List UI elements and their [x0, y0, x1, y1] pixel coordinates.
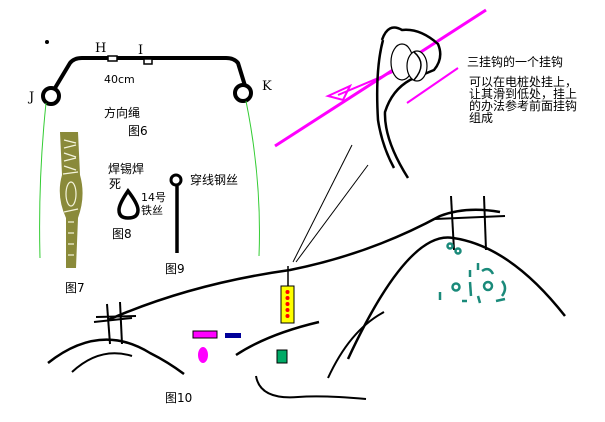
wire-gauge-label-1: 14号 [141, 191, 166, 204]
bead-i [143, 58, 153, 65]
green-box [276, 349, 288, 364]
magenta-oval [198, 347, 208, 363]
label-j: J [27, 90, 34, 105]
pulley-hub [413, 51, 422, 81]
hill-left [47, 338, 185, 376]
caption-fig9: 图9 [165, 262, 185, 276]
main-cable-left-end [93, 317, 133, 323]
hill-left-ridge [71, 352, 133, 373]
hook-note-line-2: 让其滑到低处，挂上 [469, 87, 577, 101]
ring-j [41, 86, 61, 106]
solder-label-1: 焊锡焊 [108, 161, 144, 176]
tower-left [95, 301, 137, 345]
zoom-line-2 [295, 164, 369, 263]
label-k: K [262, 79, 272, 94]
magenta-kite-line-lower [406, 67, 459, 104]
threading-wire-eye [169, 173, 183, 187]
rope-label: 方向绳 [104, 105, 140, 120]
steel-wire-bar [50, 56, 248, 95]
figure-8: 焊锡焊 死 14号 铁丝 图8 [108, 161, 166, 241]
ring-k [233, 83, 253, 103]
tower-right [434, 195, 506, 251]
red-dots [285, 290, 290, 318]
direction-rope-right [245, 100, 260, 257]
caption-fig6: 图6 [128, 124, 148, 138]
hill-right [346, 236, 566, 360]
caption-fig8: 图8 [112, 227, 132, 241]
stray-dot [45, 40, 49, 44]
wire-gauge-label-2: 铁丝 [141, 204, 163, 217]
main-cable [107, 208, 501, 322]
caption-fig7: 图7 [65, 281, 85, 295]
solder-label-2: 死 [109, 177, 121, 191]
figure-6: H I J K 40cm 方向绳 图6 [27, 41, 272, 259]
figure-7: 图7 [59, 132, 85, 295]
bead-h [107, 55, 118, 62]
threading-wire-label: 穿线钢丝 [190, 172, 238, 187]
hook-note-line-4: 组成 [469, 111, 493, 125]
valley-curve-lower [255, 375, 367, 400]
pulley-front [406, 50, 428, 82]
hill-right-ridge [327, 311, 385, 379]
hook-outline-inner [375, 39, 396, 169]
magenta-bar [192, 330, 218, 339]
label-i: I [138, 43, 143, 58]
figure-10: 三挂钩的一个挂钩 可以在电桩处挂上， 让其滑到低处，挂上 的办法参考前面挂钩 组… [47, 8, 577, 405]
blue-bar [225, 333, 241, 338]
direction-rope-left [39, 102, 47, 259]
wire-loop [117, 188, 140, 220]
figure-9: 穿线钢丝 图9 [165, 172, 238, 276]
spool-texture [62, 139, 79, 256]
spool-body [59, 132, 83, 268]
hook-note-line-3: 的办法参考前面挂钩 [469, 98, 577, 113]
caption-fig10: 图10 [165, 391, 192, 405]
zoom-line-1 [292, 144, 353, 263]
teal-marks [438, 242, 507, 304]
hook-outline-outer [380, 26, 442, 179]
magenta-arrowhead [325, 83, 353, 102]
hook-note-title: 三挂钩的一个挂钩 [467, 54, 563, 69]
label-h: H [95, 41, 106, 56]
valley-curve [235, 320, 320, 357]
length-label: 40cm [104, 73, 135, 86]
hook-note-line-1: 可以在电桩处挂上， [469, 74, 577, 89]
